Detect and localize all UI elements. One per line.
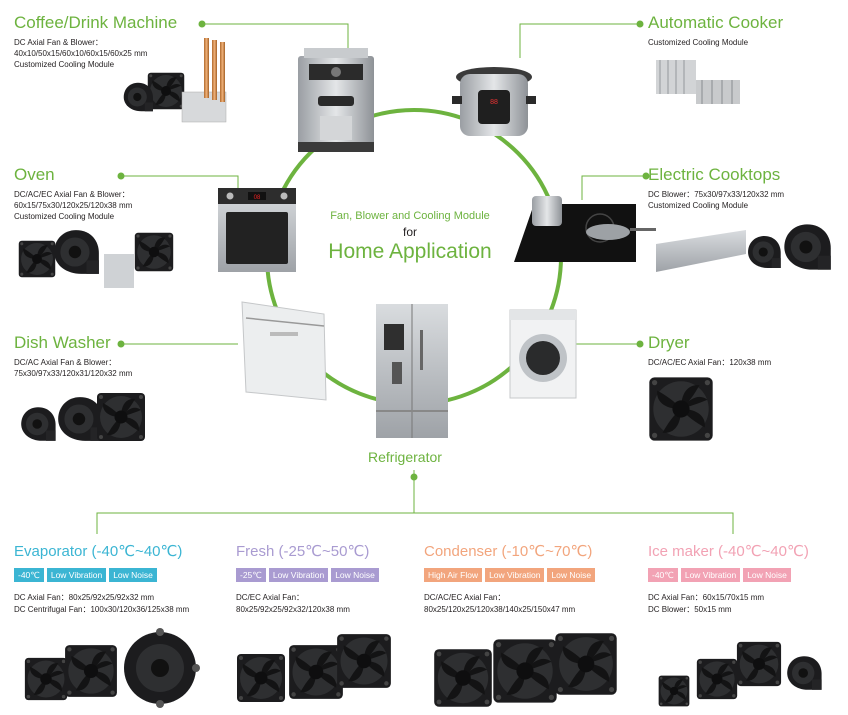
- app-automatic-cooker: Automatic Cooker Customized Cooling Modu…: [648, 13, 784, 48]
- spec-line: DC Blower：50x15 mm: [648, 604, 732, 614]
- feature-tag: Low Vibration: [680, 567, 741, 582]
- app-dryer: Dryer DC/AC/EC Axial Fan：120x38 mm: [648, 333, 772, 368]
- tag-list: -40℃ Low Vibration Low Noise: [14, 567, 189, 582]
- feature-tag: -25℃: [236, 567, 266, 582]
- cooktop-products-image: [656, 224, 831, 272]
- svg-text:88: 88: [490, 99, 498, 106]
- app-title: Oven: [14, 165, 55, 184]
- app-title: Automatic Cooker: [648, 13, 784, 32]
- column-title: Condenser (-10℃~70℃): [424, 543, 593, 560]
- column-title: Fresh (-25℃~50℃): [236, 543, 370, 560]
- column-ice-maker: Ice maker (-40℃~40℃) -40℃ Low Vibration …: [648, 543, 809, 616]
- column-evaporator: Evaporator (-40℃~40℃) -40℃ Low Vibration…: [14, 543, 190, 616]
- refrigerator-image: [376, 304, 448, 438]
- app-spec-line: 60x15/75x30/120x25/120x38 mm: [14, 200, 133, 210]
- feature-tag: Low Noise: [331, 567, 379, 582]
- app-spec-line: DC/AC Axial Fan & Blower：: [14, 357, 117, 367]
- app-dish-washer: Dish Washer DC/AC Axial Fan & Blower： 75…: [14, 333, 133, 379]
- app-spec-line: Customized Cooling Module: [648, 37, 749, 47]
- column-condenser: Condenser (-10℃~70℃) High Air Flow Low V…: [424, 543, 596, 616]
- app-coffee-machine: Coffee/Drink Machine DC Axial Fan & Blow…: [14, 13, 178, 70]
- app-spec-line: DC/AC/EC Axial Fan & Blower：: [14, 189, 130, 199]
- spec-line: 80x25/120x25/120x38/140x25/150x47 mm: [424, 604, 576, 614]
- feature-tag: Low Noise: [547, 567, 596, 582]
- app-title: Dish Washer: [14, 333, 111, 352]
- feature-tag: Low Vibration: [46, 567, 107, 582]
- app-spec-line: Customized Cooling Module: [648, 200, 749, 210]
- fresh-products-image: [237, 634, 391, 702]
- app-spec-line: 75x30/97x33/120x31/120x32 mm: [14, 368, 133, 378]
- tag-list: -25℃ Low Vibration Low Noise: [236, 567, 379, 582]
- dryer-image: [509, 309, 577, 399]
- icemaker-products-image: [658, 641, 822, 707]
- evaporator-products-image: [24, 628, 200, 708]
- cooker-module-image: [656, 60, 740, 104]
- app-spec-line: DC Blower：75x30/97x33/120x32 mm: [648, 189, 785, 199]
- spec-line: 80x25/92x25/92x32/120x38 mm: [236, 604, 350, 614]
- column-title: Evaporator (-40℃~40℃): [14, 543, 183, 560]
- app-oven: Oven DC/AC/EC Axial Fan & Blower： 60x15/…: [14, 165, 133, 222]
- column-title: Ice maker (-40℃~40℃): [648, 543, 809, 560]
- oven-image: 08: [218, 188, 296, 272]
- svg-text:08: 08: [254, 195, 261, 201]
- spec-line: DC/AC/EC Axial Fan：: [424, 592, 506, 602]
- connector-lines: [96, 23, 734, 534]
- app-title: Electric Cooktops: [648, 165, 781, 184]
- dish-washer-image: [241, 301, 327, 401]
- app-spec-line: DC Axial Fan & Blower：: [14, 37, 103, 47]
- oven-products-image: [18, 230, 174, 288]
- app-spec-line: 40x10/50x15/60x10/60x15/60x25 mm: [14, 48, 148, 58]
- app-spec-line: Customized Cooling Module: [14, 59, 115, 69]
- feature-tag: Low Noise: [109, 567, 157, 582]
- feature-tag: Low Noise: [743, 567, 791, 582]
- spec-line: DC Axial Fan：60x15/70x15 mm: [648, 592, 765, 602]
- condenser-products-image: [434, 633, 617, 707]
- feature-tag: High Air Flow: [424, 567, 483, 582]
- tag-list: High Air Flow Low Vibration Low Noise: [424, 567, 596, 582]
- dish-washer-products-image: [21, 393, 145, 441]
- center-for: for: [402, 225, 417, 239]
- spec-line: DC Axial Fan：80x25/92x25/92x32 mm: [14, 592, 155, 602]
- automatic-cooker-image: 88: [452, 67, 536, 136]
- app-title: Dryer: [648, 333, 690, 352]
- column-fresh: Fresh (-25℃~50℃) -25℃ Low Vibration Low …: [236, 543, 379, 616]
- spec-line: DC Centrifugal Fan：100x30/120x36/125x38 …: [14, 604, 190, 614]
- feature-tag: -40℃: [648, 567, 678, 582]
- spec-line: DC/EC Axial Fan：: [236, 592, 305, 602]
- center-heading: Fan, Blower and Cooling Module for Home …: [300, 210, 520, 264]
- dryer-products-image: [649, 377, 713, 441]
- feature-tag: Low Vibration: [268, 567, 329, 582]
- electric-cooktop-image: [514, 196, 656, 262]
- app-title: Coffee/Drink Machine: [14, 13, 178, 32]
- center-title: Home Application: [328, 240, 492, 263]
- coffee-machine-image: [298, 48, 374, 152]
- feature-tag: Low Vibration: [485, 567, 545, 582]
- center-subtitle: Fan, Blower and Cooling Module: [330, 210, 490, 222]
- tag-list: -40℃ Low Vibration Low Noise: [648, 567, 809, 582]
- refrigerator-label: Refrigerator: [368, 449, 442, 465]
- app-electric-cooktops: Electric Cooktops DC Blower：75x30/97x33/…: [648, 165, 785, 211]
- app-spec-line: Customized Cooling Module: [14, 211, 115, 221]
- feature-tag: -40℃: [14, 567, 44, 582]
- app-spec-line: DC/AC/EC Axial Fan：120x38 mm: [648, 357, 772, 367]
- coffee-products-image: [123, 38, 227, 123]
- connector-dots: [117, 20, 650, 481]
